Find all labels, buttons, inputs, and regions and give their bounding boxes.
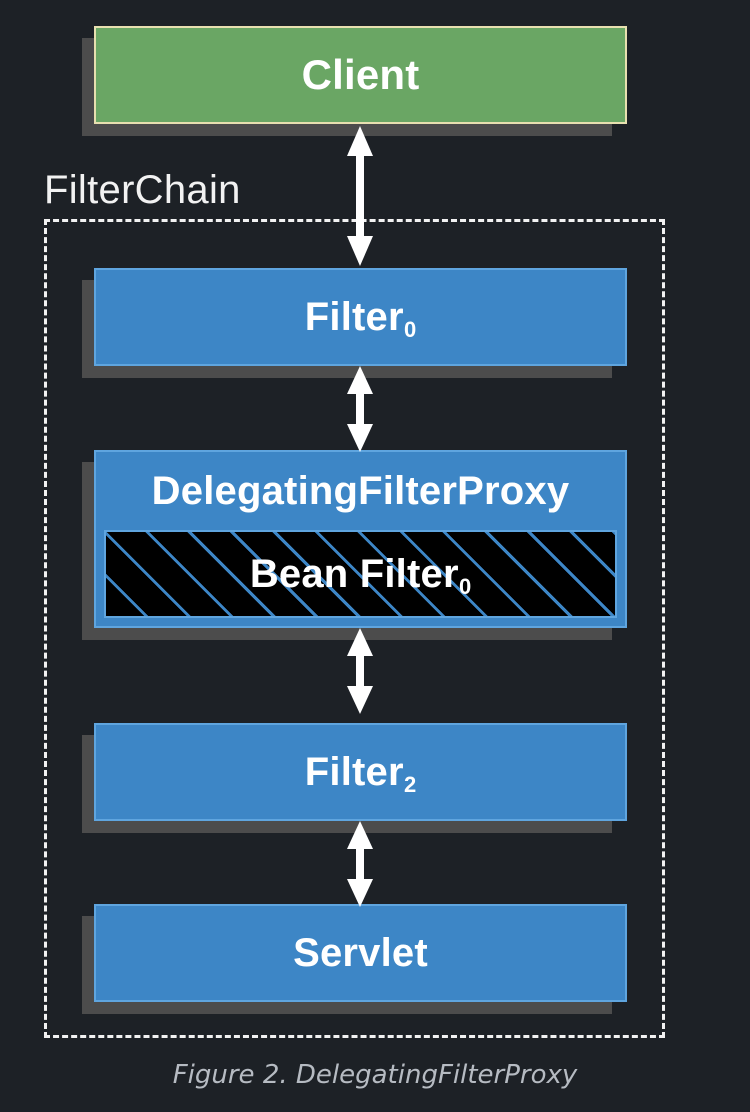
bean-filter-node: Bean Filter0 — [104, 530, 617, 618]
filter2-subscript: 2 — [404, 771, 417, 797]
arrow-filter0-delegatingfilterproxy — [345, 366, 375, 452]
arrow-client-filter0 — [345, 126, 375, 266]
filterchain-container — [44, 219, 665, 1038]
servlet-node-label: Servlet — [293, 930, 428, 975]
client-node: Client — [94, 26, 627, 124]
arrow-delegatingfilterproxy-filter2 — [345, 628, 375, 714]
figure-caption: Figure 2. DelegatingFilterProxy — [172, 1060, 578, 1090]
bean-filter-subscript: 0 — [458, 573, 472, 599]
delegatingfilterproxy-title: DelegatingFilterProxy — [151, 469, 570, 513]
filter2-node-label: Filter2 — [304, 749, 417, 797]
bean-filter-label: Bean Filter0 — [249, 551, 472, 599]
filter0-node-label: Filter0 — [304, 294, 417, 342]
filter0-node: Filter0 — [94, 268, 627, 366]
servlet-node: Servlet — [94, 904, 627, 1002]
filter2-node: Filter2 — [94, 723, 627, 821]
delegatingfilterproxy-node: DelegatingFilterProxy Bean Filter0 — [94, 450, 627, 628]
arrow-filter2-servlet — [345, 821, 375, 907]
filter0-subscript: 0 — [404, 316, 417, 342]
client-node-label: Client — [301, 51, 420, 98]
filterchain-label: FilterChain — [44, 168, 241, 212]
